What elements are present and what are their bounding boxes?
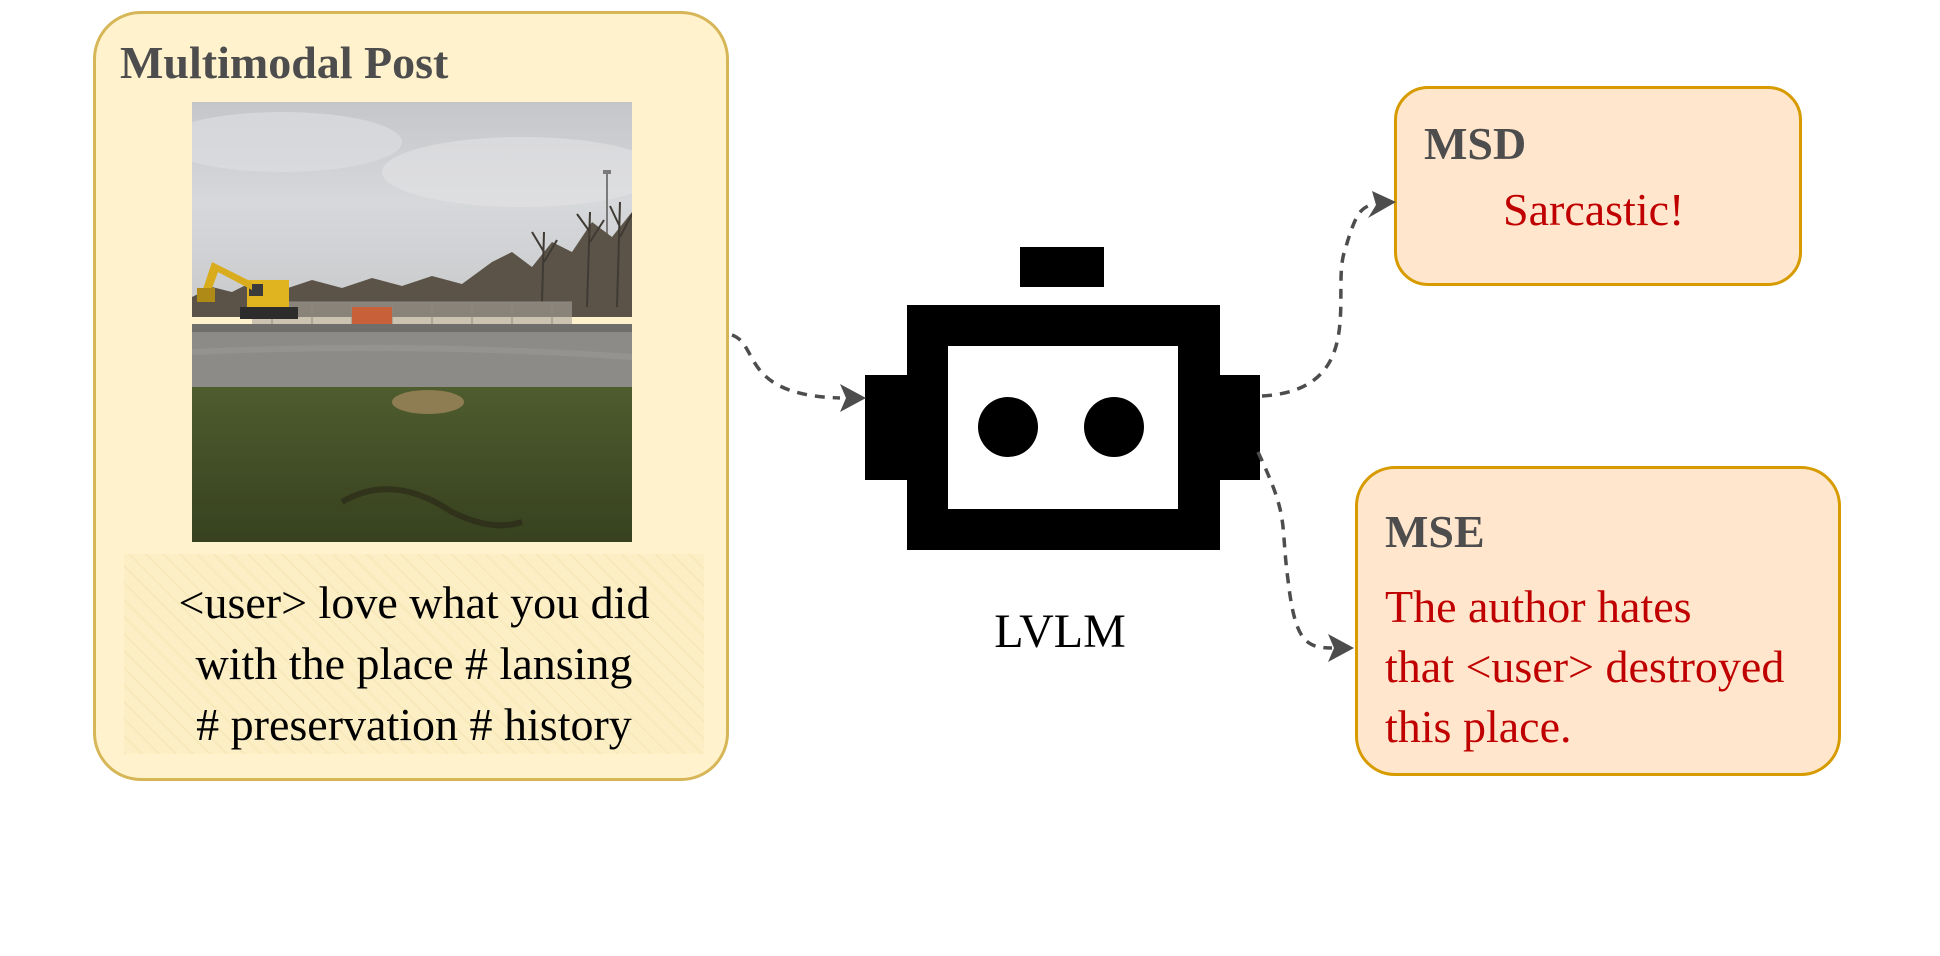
mse-answer-line: The author hates (1385, 581, 1692, 632)
msd-card: MSD Sarcastic! (1394, 86, 1802, 286)
arrowhead-icon (1328, 634, 1354, 662)
mse-title: MSE (1385, 506, 1485, 557)
mse-card: MSE The author hates that <user> destroy… (1355, 466, 1841, 776)
post-title: Multimodal Post (120, 37, 449, 88)
lvlm-label: LVLM (994, 605, 1126, 658)
post-caption-line: <user> love what you did (178, 577, 650, 628)
post-photo (192, 102, 632, 542)
multimodal-post-card: Multimodal Post (93, 11, 729, 781)
mse-answer-line: that <user> destroyed (1385, 641, 1785, 692)
mse-answer-line: this place. (1385, 701, 1572, 752)
robot-icon (865, 247, 1260, 550)
msd-answer: Sarcastic! (1503, 184, 1685, 235)
post-to-lvlm-arrow (731, 333, 841, 400)
post-caption-line: with the place # lansing (195, 638, 633, 689)
arrowhead-icon (1368, 191, 1396, 218)
lvlm-to-msd-arrow (1261, 204, 1369, 398)
post-caption: <user> love what you did with the place … (124, 572, 704, 755)
msd-title: MSD (1424, 118, 1527, 169)
post-caption-line: # preservation # history (196, 699, 632, 750)
post-text-box: <user> love what you did with the place … (124, 554, 704, 754)
mse-answer: The author hates that <user> destroyed t… (1385, 577, 1835, 757)
